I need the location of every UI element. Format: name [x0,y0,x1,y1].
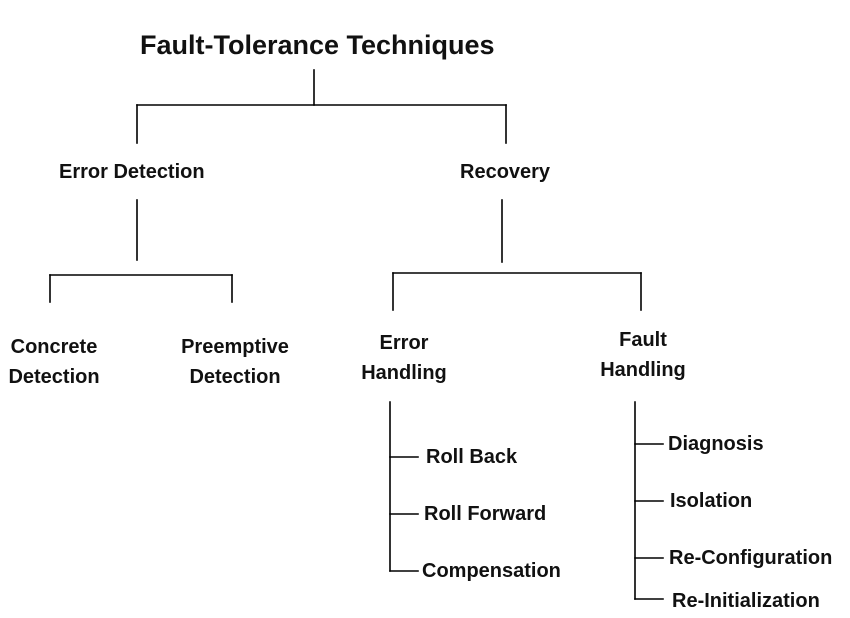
node-concrete-detection: Concrete Detection [4,332,104,392]
item-compensation: Compensation [422,560,561,582]
node-fault-handling: Fault Handling [591,325,695,385]
preemptive-detection-line-2: Detection [189,366,281,388]
error-handling-line-1: Error [379,332,429,354]
preemptive-detection-line-1: Preemptive [181,336,289,358]
node-preemptive-detection: Preemptive Detection [172,332,298,392]
concrete-detection-line-1: Concrete [10,336,98,358]
item-roll-back: Roll Back [426,446,518,468]
concrete-detection-line-2: Detection [8,366,100,388]
node-error-detection: Error Detection [59,161,205,183]
item-re-configuration: Re-Configuration [669,547,833,569]
error-handling-line-2: Handling [361,362,447,384]
item-isolation: Isolation [670,490,753,512]
item-re-initialization: Re-Initialization [672,590,820,612]
root-title: Fault-Tolerance Techniques [140,30,495,60]
fault-handling-line-1: Fault [619,329,667,351]
item-diagnosis: Diagnosis [668,433,764,455]
node-recovery: Recovery [460,161,551,183]
node-error-handling: Error Handling [354,328,454,388]
fault-handling-line-2: Handling [600,359,686,381]
item-roll-forward: Roll Forward [424,503,547,525]
